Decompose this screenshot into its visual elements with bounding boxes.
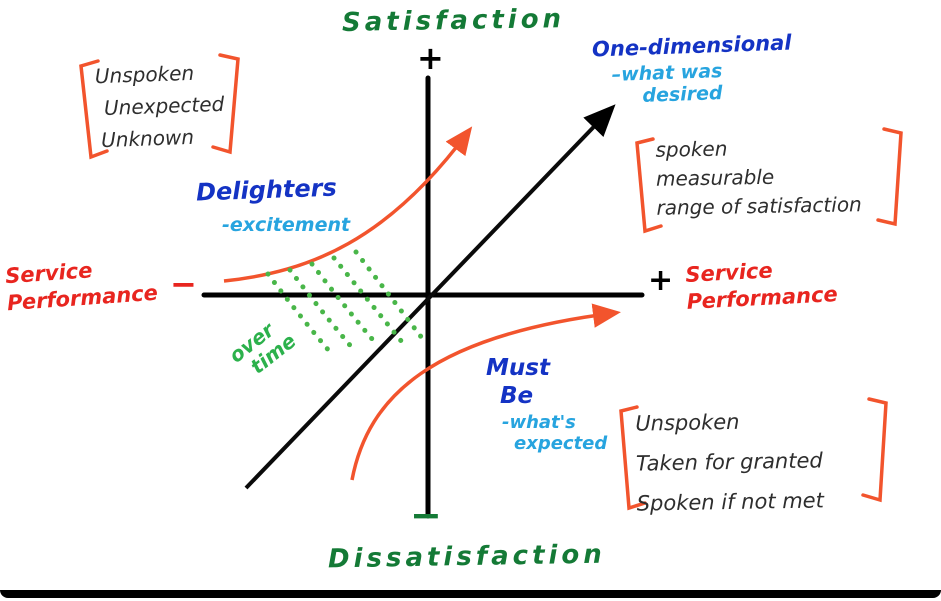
one-dimensional-note-line3: range of satisfaction bbox=[656, 192, 862, 220]
must-be-subtitle-line2: expected bbox=[514, 433, 608, 454]
service-performance-right-label: Service Performance bbox=[685, 254, 839, 316]
delighters-note: Unspoken Unexpected Unknown bbox=[94, 56, 226, 156]
must-be-label-line1: Must bbox=[486, 355, 550, 381]
one-dimensional-subtitle: –what was desired bbox=[611, 60, 723, 108]
over-time-dotted-arrows bbox=[265, 249, 425, 355]
delighters-note-line1: Unspoken bbox=[94, 60, 195, 89]
must-be-label: Must Be bbox=[486, 354, 550, 410]
note-brackets bbox=[79, 53, 903, 511]
service-performance-right-plus: + bbox=[648, 263, 674, 298]
delighters-note-line3: Unknown bbox=[100, 124, 195, 153]
one-dimensional-arrow bbox=[244, 104, 616, 490]
satisfaction-plus-sign: + bbox=[417, 39, 444, 77]
bracket-left-delighters-note bbox=[79, 59, 109, 160]
delighters-note-line2: Unexpected bbox=[103, 91, 225, 120]
bracket-right-must-be-note bbox=[861, 397, 888, 503]
dissatisfaction-axis-label: Dissatisfaction bbox=[327, 539, 607, 575]
delighters-curve bbox=[223, 126, 473, 283]
bracket-right-delighters-note bbox=[211, 53, 240, 155]
dissatisfaction-minus-sign: − bbox=[410, 493, 442, 537]
must-be-subtitle: -what's expected bbox=[502, 412, 607, 454]
must-be-subtitle-line1: -what's bbox=[502, 412, 576, 433]
must-be-label-line2: Be bbox=[500, 383, 534, 409]
delighters-label: Delighters bbox=[195, 173, 338, 207]
one-dimensional-note: spoken measurable range of satisfaction bbox=[655, 132, 862, 223]
must-be-note: Unspoken Taken for granted Spoken if not… bbox=[635, 400, 824, 523]
bracket-left-one-dimensional-note bbox=[635, 137, 663, 234]
one-dimensional-subtitle-line2: desired bbox=[642, 82, 723, 107]
satisfaction-axis-label: Satisfaction bbox=[341, 4, 566, 38]
delighters-subtitle: -excitement bbox=[222, 214, 351, 236]
must-be-note-line2: Taken for granted bbox=[635, 448, 823, 476]
must-be-curve bbox=[350, 303, 621, 481]
bracket-right-one-dimensional-note bbox=[876, 127, 903, 227]
one-dimensional-note-line2: measurable bbox=[655, 164, 775, 191]
must-be-note-line1: Unspoken bbox=[635, 409, 740, 436]
must-be-note-line3: Spoken if not met bbox=[636, 488, 825, 516]
service-performance-left-minus: − bbox=[170, 265, 197, 303]
one-dimensional-note-line1: spoken bbox=[655, 136, 728, 162]
service-performance-left-label: Service Performance bbox=[4, 253, 158, 317]
bracket-left-must-be-note bbox=[619, 405, 647, 511]
bottom-border-bar bbox=[0, 590, 941, 598]
